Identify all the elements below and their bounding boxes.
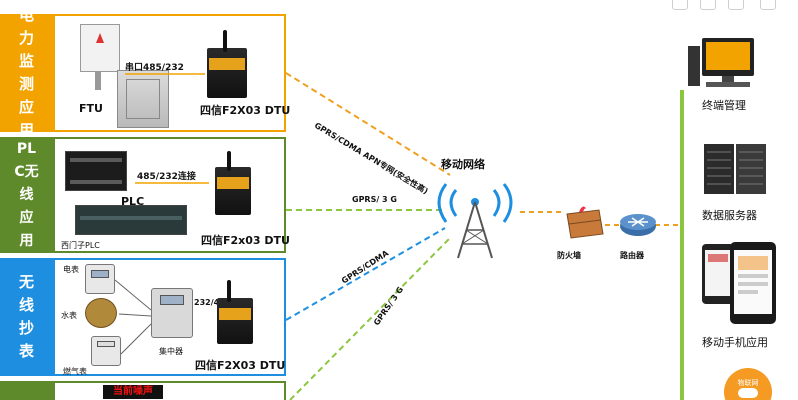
serial-underline	[125, 73, 205, 75]
toolbar-icon-3[interactable]	[728, 0, 744, 10]
collector-label: 集中器	[159, 347, 183, 356]
connect-label: 485/232连接	[137, 172, 196, 182]
gas-meter	[91, 336, 121, 366]
category-power-monitoring: 电力监测应用	[0, 6, 53, 139]
cell-tower-icon	[437, 183, 513, 259]
plc-device	[65, 151, 127, 191]
panel-plc: PLC 485/232连接 西门子PLC 四信F2x03 DTU	[53, 137, 290, 253]
panel-power-monitoring: FTU 串口485/232 四信F2X03 DTU	[53, 14, 290, 132]
ftu-label: FTU	[79, 102, 103, 115]
dtu-label-plc: 四信F2x03 DTU	[201, 234, 290, 247]
meter-connector	[115, 279, 152, 355]
water-label: 水表	[61, 311, 77, 320]
antenna-icon	[227, 280, 231, 302]
router-icon	[620, 214, 656, 236]
link-line-fourth	[289, 237, 451, 400]
ftu-pole	[95, 72, 101, 90]
toolbar-icon-1[interactable]	[672, 0, 688, 10]
dtu-device-meter	[217, 298, 253, 344]
firewall-label: 防火墙	[557, 251, 581, 260]
antenna-icon	[227, 151, 231, 171]
dtu-device-plc	[215, 167, 251, 215]
ftu-device	[80, 24, 120, 72]
noise-sign: 当前噪声	[103, 385, 163, 399]
plc-label: PLC	[121, 195, 145, 208]
collector-device	[151, 288, 193, 338]
link-line-meter	[285, 227, 446, 321]
mobile-phones-icon	[702, 242, 776, 324]
antenna-icon	[223, 30, 227, 52]
electric-meter	[85, 264, 115, 294]
server-icon	[704, 144, 766, 194]
link-label: 232/485	[194, 298, 231, 307]
siemens-label: 西门子PLC	[61, 241, 100, 250]
electric-label: 电表	[63, 265, 79, 274]
toolbar-icon-4[interactable]	[760, 0, 776, 10]
water-meter	[85, 298, 117, 328]
link-line-apn	[285, 72, 451, 176]
firewall-icon	[566, 206, 604, 239]
right-green-bar	[680, 90, 684, 400]
gas-label: 燃气表	[63, 367, 87, 376]
category-plc-wireless: PLC无线应用	[0, 137, 53, 253]
category-wireless-meter: 无线抄表	[0, 258, 53, 376]
cloud-icon	[738, 388, 758, 398]
iot-badge-label: 物联网	[737, 379, 759, 387]
label-gprs3g-top: GPRS/ 3 G	[352, 195, 397, 204]
connect-underline	[135, 182, 209, 184]
panel-fourth: 当前噪声	[53, 381, 286, 400]
dtu-device-power	[207, 48, 247, 98]
toolbar-icon-2[interactable]	[700, 0, 716, 10]
dtu-label-power: 四信F2X03 DTU	[200, 104, 291, 117]
siemens-plc-device	[75, 205, 187, 235]
server-label: 数据服务器	[702, 209, 757, 222]
serial-label: 串口485/232	[125, 63, 184, 73]
mobile-network-label: 移动网络	[441, 158, 485, 171]
terminal-label: 终端管理	[702, 99, 746, 112]
panel-wireless-meter: 电表 水表 燃气表 集中器 232/485 四信F2X03 DTU	[53, 258, 286, 376]
iot-badge: 物联网	[724, 368, 772, 400]
dtu-label-meter: 四信F2X03 DTU	[195, 359, 286, 372]
mobile-app-label: 移动手机应用	[702, 336, 768, 349]
cabinet-device	[117, 70, 169, 128]
category-fourth	[0, 381, 53, 400]
router-label: 路由器	[620, 251, 644, 260]
desktop-computer-icon	[688, 38, 754, 87]
